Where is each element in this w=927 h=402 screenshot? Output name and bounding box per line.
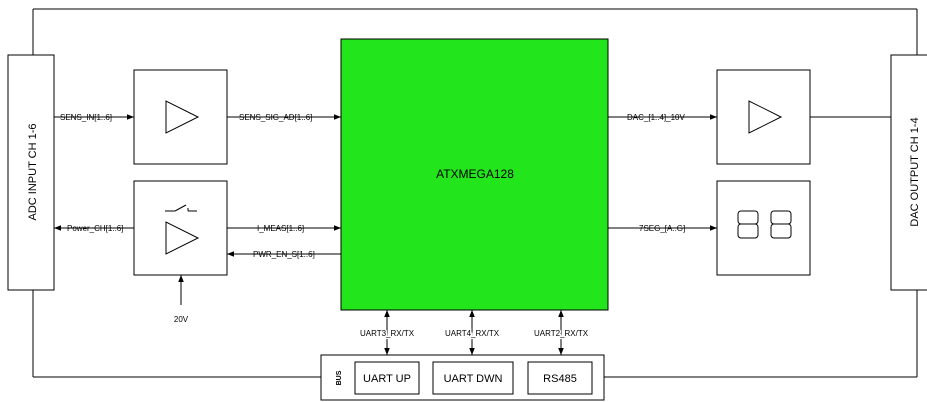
adc-input-label: ADC INPUT CH 1-6 xyxy=(27,124,39,221)
sens-in-label: SENS_IN[1..6] xyxy=(60,113,112,122)
signal-sens-sig-ad: SENS_SIG_AD[1..6] xyxy=(227,113,341,122)
seg-label: 7SEG_[A..G] xyxy=(639,224,685,233)
svg-text:RS485: RS485 xyxy=(543,373,577,385)
signal-dac-out: DAC_[1..4]_10V xyxy=(608,113,717,122)
signal-supply: 20V xyxy=(174,275,189,324)
signal-pwr-en-s: PWR_EN_S[1..6] xyxy=(227,250,341,259)
supply-label: 20V xyxy=(174,315,189,324)
signal-i-meas: I_MEAS[1..6] xyxy=(227,224,341,233)
signal-power-ch: Power_CH[1..6] xyxy=(54,224,134,233)
power-switch-block xyxy=(133,180,228,276)
signal-uart3: UART3_RX/TX xyxy=(358,310,416,355)
amplifier-icon xyxy=(165,221,200,255)
svg-text:UART DWN: UART DWN xyxy=(444,373,503,385)
signal-7seg: 7SEG_[A..G] xyxy=(608,224,717,233)
bus-label: BUS xyxy=(336,370,343,385)
mcu-label: ATXMEGA128 xyxy=(436,167,514,181)
svg-text:UART UP: UART UP xyxy=(363,373,411,385)
bus-panel: BUS UART UP UART DWN RS485 xyxy=(320,354,605,401)
bus-item-rs485: RS485 xyxy=(527,361,593,395)
signal-uart4: UART4_RX/TX xyxy=(443,310,501,355)
dac-output-connector: DAC OUTPUT CH 1-4 xyxy=(890,54,927,291)
sens-sig-ad-label: SENS_SIG_AD[1..6] xyxy=(239,113,312,122)
switch-icon xyxy=(165,204,197,212)
seven-segment-block xyxy=(716,180,811,276)
dac-output-label: DAC OUTPUT CH 1-4 xyxy=(909,117,921,226)
adc-input-connector: ADC INPUT CH 1-6 xyxy=(7,54,55,291)
input-amplifier-block xyxy=(133,69,228,165)
pwr-en-s-label: PWR_EN_S[1..6] xyxy=(253,250,315,259)
uart4-label: UART4_RX/TX xyxy=(445,329,500,338)
signal-sens-in: SENS_IN[1..6] xyxy=(54,113,134,122)
amplifier-icon xyxy=(748,100,783,134)
signal-uart2: UART2_RX/TX xyxy=(532,310,590,355)
bus-item-uart-up: UART UP xyxy=(354,361,420,395)
seven-segment-display-icon xyxy=(737,210,792,239)
amplifier-icon xyxy=(165,100,200,134)
i-meas-label: I_MEAS[1..6] xyxy=(257,224,304,233)
enclosure-frame xyxy=(32,8,918,378)
mcu-block: ATXMEGA128 xyxy=(340,38,609,311)
dac-out-label: DAC_[1..4]_10V xyxy=(627,113,685,122)
uart3-label: UART3_RX/TX xyxy=(360,329,415,338)
uart2-label: UART2_RX/TX xyxy=(534,329,589,338)
bus-item-uart-dwn: UART DWN xyxy=(432,361,514,395)
power-ch-label: Power_CH[1..6] xyxy=(67,224,123,233)
output-amplifier-block xyxy=(716,69,811,165)
